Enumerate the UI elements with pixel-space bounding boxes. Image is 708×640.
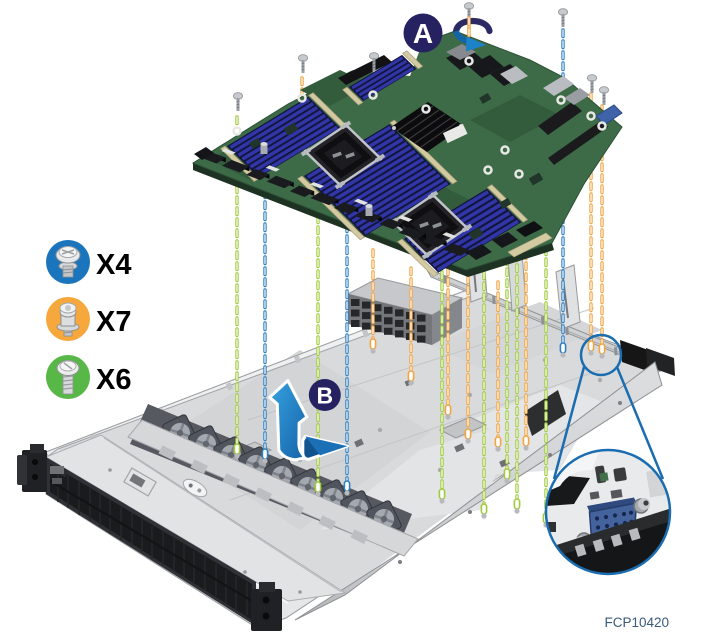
svg-text:X7: X7 xyxy=(96,306,131,338)
svg-text:A: A xyxy=(413,18,433,49)
svg-text:X6: X6 xyxy=(96,364,131,396)
svg-text:B: B xyxy=(316,383,333,409)
svg-text:X4: X4 xyxy=(96,249,131,281)
svg-text:FCP10420: FCP10420 xyxy=(604,615,669,630)
